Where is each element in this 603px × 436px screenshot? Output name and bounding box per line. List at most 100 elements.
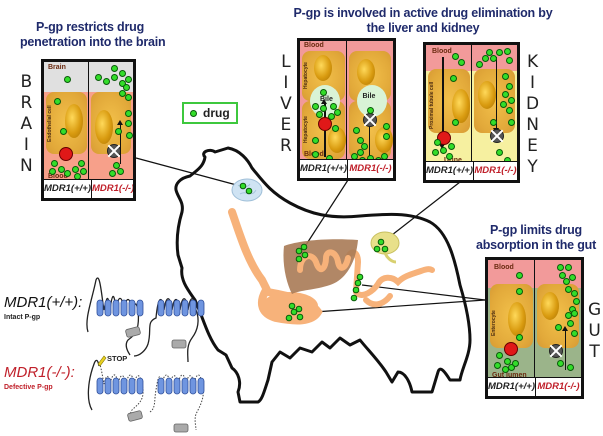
drug-dot — [570, 330, 578, 337]
drug-dot — [568, 274, 576, 281]
drug-dot — [495, 49, 503, 56]
wildtype-genotype-label: MDR1(+/+): — [4, 294, 83, 311]
tm-helix — [120, 299, 128, 317]
drug-dot — [382, 133, 390, 140]
drug-dot — [54, 98, 61, 105]
drug-dot — [505, 107, 513, 114]
drug-dot — [452, 53, 459, 60]
drug-dot — [285, 314, 293, 322]
drug-dot — [118, 90, 126, 97]
letter: N — [20, 156, 33, 176]
drug-flux-arrow — [493, 57, 498, 133]
drug-flux-arrow — [562, 326, 567, 370]
drug-dot — [125, 132, 133, 139]
drug-dot — [556, 360, 564, 367]
drug-dot — [495, 149, 503, 156]
drug-dot — [301, 251, 309, 259]
gut-knockout-half — [533, 260, 581, 396]
cell-type-label: Hepatocyte — [303, 116, 309, 143]
drug-dot — [245, 187, 253, 195]
letter: A — [20, 114, 33, 134]
tm-helix — [173, 377, 181, 395]
blood-label: Blood — [48, 173, 68, 180]
letter: E — [527, 136, 538, 156]
drug-dot — [503, 48, 511, 55]
tm-helix — [104, 299, 112, 317]
drug-dot — [295, 255, 303, 263]
brain-title-line1: P-gp restricts drug — [35, 20, 145, 34]
kidney-letters: K I D N E Y — [526, 52, 539, 178]
drug-dot — [554, 324, 562, 331]
letter: I — [283, 73, 289, 93]
genotype-wildtype: MDR1(+/+) — [426, 165, 473, 176]
drug-dot — [434, 139, 441, 146]
drug-dot — [80, 168, 87, 175]
genotype-knockout: MDR1(-/-) — [472, 162, 517, 180]
gut-letters: G U T — [588, 300, 601, 363]
blood-label: Blood — [432, 48, 452, 55]
drug-dot — [51, 160, 58, 167]
brain-title-line2: penetration into the brain — [20, 35, 166, 49]
drug-dot — [564, 264, 572, 271]
drug-dot — [505, 57, 513, 64]
drug-dot — [505, 83, 513, 90]
gut-connector-line-1 — [361, 284, 486, 301]
drug-dot — [118, 70, 126, 77]
nucleus — [540, 292, 559, 320]
drug-dot — [114, 128, 122, 135]
drug-dot — [64, 76, 71, 83]
drug-dot — [446, 153, 453, 160]
green-dot-icon — [190, 109, 197, 117]
drug-dot — [512, 360, 519, 367]
drug-dot — [49, 168, 56, 175]
drug-dot — [320, 89, 327, 96]
brain-genotype-row: MDR1(+/+) MDR1(-/-) — [44, 179, 133, 198]
blood-layer — [426, 45, 472, 71]
liver-genotype-row: MDR1(+/+) MDR1(-/-) — [300, 159, 393, 178]
gut-genotype-row: MDR1(+/+) MDR1(-/-) — [488, 377, 581, 396]
cell-type-label: Proximal tubule cell — [429, 81, 435, 129]
drug-dot — [501, 73, 509, 80]
defective-pgp-schematic — [87, 355, 205, 433]
drug-dot — [332, 125, 339, 132]
drug-dot — [481, 55, 489, 62]
defective-pgp-icon — [548, 344, 563, 358]
nucleus — [452, 89, 470, 123]
drug-dot — [366, 107, 374, 114]
drug-dot — [504, 358, 511, 365]
tm-helix — [189, 299, 197, 317]
bile-label: Bile — [320, 96, 333, 103]
drug-dot — [489, 55, 497, 62]
drug-dot — [312, 151, 319, 158]
brain-knockout-half — [87, 62, 133, 198]
drug-dot — [572, 298, 580, 305]
kidney-knockout-half — [470, 45, 517, 180]
tm-helix — [128, 299, 136, 317]
letter: T — [589, 342, 600, 362]
drug-dot — [334, 109, 341, 116]
kidney-wildtype-half: Blood Urine Proximal tubule cell — [426, 45, 472, 180]
gut-title-line2: absorption in the gut — [475, 238, 597, 252]
drug-dot — [516, 334, 523, 341]
defective-pgp-icon — [362, 113, 377, 127]
stop-label: STOP — [107, 354, 128, 363]
nucleus — [328, 127, 346, 153]
drug-dot — [562, 278, 570, 285]
drug-dot — [124, 94, 132, 101]
drug-dot — [485, 49, 493, 56]
intestine-loop — [363, 293, 393, 308]
drug-dot — [501, 91, 509, 98]
blood-label: Blood — [304, 42, 324, 49]
tm-helix — [104, 377, 112, 395]
drug-flux-arrow — [117, 120, 122, 164]
drug-dot — [352, 127, 360, 134]
drug-dot — [507, 97, 515, 104]
tm-helix — [157, 377, 165, 395]
drug-dot — [507, 119, 515, 126]
tm-helix — [173, 299, 181, 317]
nucleus — [314, 55, 332, 81]
brain-label: Brain — [48, 64, 66, 71]
letter: N — [526, 115, 539, 135]
drug-dot — [312, 103, 319, 110]
defective-pgp-icon — [106, 144, 121, 158]
